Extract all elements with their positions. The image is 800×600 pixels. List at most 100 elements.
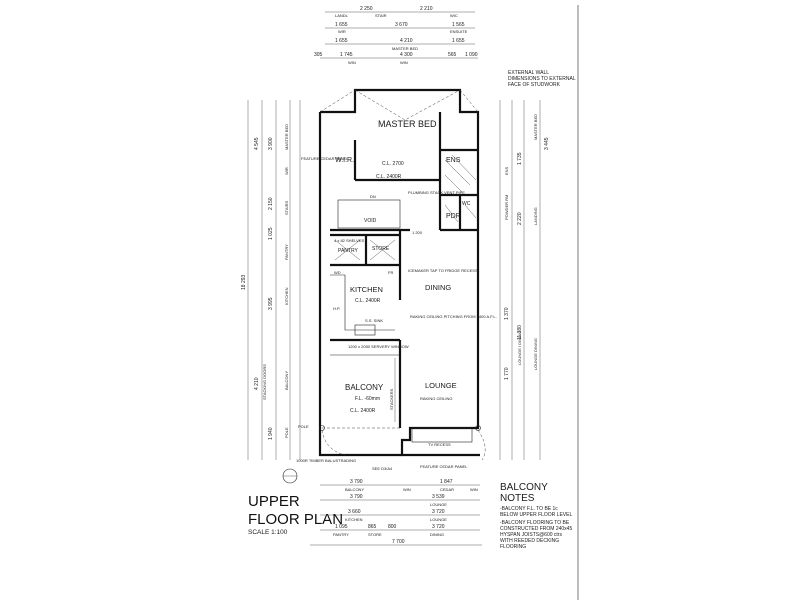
svg-text:LOUNGE / DINING: LOUNGE / DINING <box>517 331 522 365</box>
dimension-label: 1 200 <box>412 230 423 235</box>
svg-text:4 300: 4 300 <box>400 52 413 58</box>
floor-level-label: F.L. -60mm <box>355 396 380 402</box>
stair-dn-label: DN <box>370 194 376 199</box>
svg-text:2 210: 2 210 <box>420 6 433 12</box>
wall-dimension-note: EXTERNAL WALL DIMENSIONS TO EXTERNAL FAC… <box>508 70 575 88</box>
svg-text:3 720: 3 720 <box>432 509 445 515</box>
svg-text:3 445: 3 445 <box>544 137 550 150</box>
svg-text:1 090: 1 090 <box>465 52 478 58</box>
svg-text:DINING: DINING <box>430 532 444 537</box>
feature-cedar-left-label: FEATURE CEDAR PANEL <box>301 156 349 161</box>
svg-text:BALCONY: BALCONY <box>345 487 364 492</box>
svg-text:3 670: 3 670 <box>395 22 408 28</box>
svg-text:3 660: 3 660 <box>348 509 361 515</box>
svg-text:WIR: WIR <box>338 29 346 34</box>
svg-text:305: 305 <box>314 52 323 58</box>
svg-text:4 545: 4 545 <box>254 137 260 150</box>
svg-text:3 790: 3 790 <box>350 494 363 500</box>
room-pdr: PDR <box>446 213 461 220</box>
svg-text:STAIRS: STAIRS <box>284 201 289 215</box>
svg-text:WIN: WIN <box>400 60 408 65</box>
room-void: VOID <box>364 218 377 224</box>
left-dimensions: 4 545 3 900 2 150 1 025 3 995 4 210 18 2… <box>241 100 301 460</box>
svg-text:1 655: 1 655 <box>335 22 348 28</box>
balcony-note-item: -BALCONY FLOORING TO BE CONSTRUCTED FROM… <box>500 520 573 550</box>
svg-text:STORE: STORE <box>368 532 382 537</box>
svg-text:CEDAR: CEDAR <box>440 487 454 492</box>
svg-text:2 150: 2 150 <box>268 197 274 210</box>
svg-text:PANTRY: PANTRY <box>284 244 289 260</box>
svg-text:WIN: WIN <box>403 487 411 492</box>
balcony-notes-heading: BALCONY NOTES <box>500 482 548 504</box>
svg-text:KITCHEN: KITCHEN <box>345 517 363 522</box>
svg-text:1 847: 1 847 <box>440 479 453 485</box>
svg-text:LOUNGE: LOUNGE <box>430 502 447 507</box>
svg-text:LANDING: LANDING <box>533 207 538 225</box>
icemaker-label: ICEMAKER TAP TO FRIDGE RECESS <box>408 268 478 273</box>
svg-text:WIR: WIR <box>284 167 289 175</box>
wd-label: WD <box>334 270 341 275</box>
hp-label: H.P. <box>333 306 340 311</box>
see-detail-label: SEE D3/A4 <box>372 466 393 471</box>
bottom-dimensions: 3 790 1 847 BALCONY WIN CEDAR WIN 3 790 … <box>310 479 482 546</box>
svg-text:KITCHEN: KITCHEN <box>284 287 289 305</box>
balustrade-label: 1000R TIMBER BALUSTRADING <box>296 458 356 463</box>
room-store: STORE <box>372 246 390 252</box>
svg-text:PANTRY: PANTRY <box>333 532 349 537</box>
svg-text:3 539: 3 539 <box>432 494 445 500</box>
sink-label: S.S. SINK <box>365 318 383 323</box>
svg-text:LANDL: LANDL <box>335 13 349 18</box>
room-master-bed: MASTER BED <box>378 119 437 129</box>
svg-text:3 720: 3 720 <box>432 524 445 530</box>
ceiling-label: C.L. 2400R <box>350 408 376 414</box>
svg-text:3 900: 3 900 <box>268 137 274 150</box>
svg-text:865: 865 <box>368 524 377 530</box>
svg-text:1 095: 1 095 <box>335 524 348 530</box>
right-dimensions: 3 445 1 735 2 220 11 380 1 770 1 370 MAS… <box>499 100 550 460</box>
svg-text:MASTER BED: MASTER BED <box>284 124 289 150</box>
svg-text:WIN: WIN <box>470 487 478 492</box>
svg-text:ENS: ENS <box>504 166 509 175</box>
svg-text:1 565: 1 565 <box>452 22 465 28</box>
room-ens: ENS <box>446 157 461 164</box>
svg-text:POLE: POLE <box>284 427 289 438</box>
room-wc: WC <box>462 201 471 207</box>
svg-text:ENSUITE: ENSUITE <box>450 29 468 34</box>
title-line2: FLOOR PLAN <box>248 511 343 528</box>
shelves-label: 4 x 82 SHELVES <box>334 238 364 243</box>
svg-text:3 790: 3 790 <box>350 479 363 485</box>
svg-text:1 735: 1 735 <box>517 152 523 165</box>
svg-text:LOUNGE DINING: LOUNGE DINING <box>533 338 538 370</box>
svg-text:STACKING DOORS: STACKING DOORS <box>262 364 267 400</box>
svg-text:2 250: 2 250 <box>360 6 373 12</box>
room-wir: W.I.R. <box>335 157 354 164</box>
svg-text:STAIR: STAIR <box>375 13 387 18</box>
ceiling-label: C.L. 2400R <box>376 174 402 180</box>
svg-text:MASTER BED: MASTER BED <box>392 46 418 51</box>
svg-text:565: 565 <box>448 52 457 58</box>
svg-text:4 210: 4 210 <box>400 38 413 44</box>
balcony-notes: BALCONY NOTES -BALCONY F.L. TO BE 1c BEL… <box>500 482 576 550</box>
stackers-label: STACKERS <box>389 388 394 410</box>
svg-text:1 655: 1 655 <box>335 38 348 44</box>
svg-text:1 770: 1 770 <box>504 367 510 380</box>
plumbing-label: PLUMBING STACK VENT PIPE <box>408 190 465 195</box>
room-kitchen: KITCHEN <box>350 285 383 294</box>
raking-ceiling-label: RAKING CEILING <box>420 396 452 401</box>
svg-text:11 380: 11 380 <box>517 325 523 340</box>
svg-text:3 995: 3 995 <box>268 297 274 310</box>
ceiling-label: C.L. 2700 <box>382 161 404 167</box>
svg-text:LOUNGE: LOUNGE <box>430 517 447 522</box>
svg-text:800: 800 <box>388 524 397 530</box>
scale-label: SCALE 1:100 <box>248 529 288 536</box>
title-line1: UPPER <box>248 493 300 510</box>
svg-text:1 745: 1 745 <box>340 52 353 58</box>
svg-text:1 025: 1 025 <box>268 227 274 240</box>
plan-title: UPPER FLOOR PLAN SCALE 1:100 <box>248 493 343 536</box>
svg-text:WIC: WIC <box>450 13 458 18</box>
room-pantry: PANTRY <box>338 248 358 254</box>
svg-text:18 293: 18 293 <box>241 274 247 290</box>
pole-label: POLE <box>298 424 309 429</box>
